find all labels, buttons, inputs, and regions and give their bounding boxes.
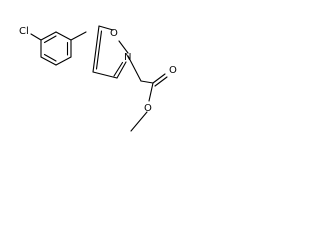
chlorine-label: Cl [19,26,29,37]
isoxazole-bond [92,25,100,73]
benzene-double-bond [43,35,57,44]
aryl-isoxazole-bond [70,31,87,41]
benzene-bond [40,56,57,66]
carbonyl-double-bond [154,76,168,87]
chemical-structure: Cl O N O O [19,25,177,132]
methyl-ester-group [130,73,168,132]
isoxazole-bond [118,40,129,54]
ring-oxygen-label: O [110,28,118,39]
carbonyl-double-bond [152,73,166,84]
isoxazole-double-bond [95,30,103,70]
isoxazole-bond [92,71,118,79]
isoxazole-double-bond [113,61,124,77]
benzene-bond [40,31,57,41]
benzene-ring [40,31,72,66]
ring-nitrogen-label: N [124,52,131,63]
o-methyl-bond [130,111,148,132]
c-cl-bond [30,33,42,41]
benzene-bond [55,56,72,66]
benzene-bond [55,31,72,41]
carbonyl-ester-o-bond [148,82,154,102]
ring-carbonyl-bond [127,55,142,82]
ester-oxygen-label: O [144,103,152,114]
isoxazole-bond [98,25,114,31]
benzene-double-bond [43,53,57,62]
c-carbonyl-bond [140,80,154,84]
isoxazole-bond [116,61,127,79]
carbonyl-oxygen-label: O [169,65,177,76]
isoxazole-ring [92,25,129,79]
